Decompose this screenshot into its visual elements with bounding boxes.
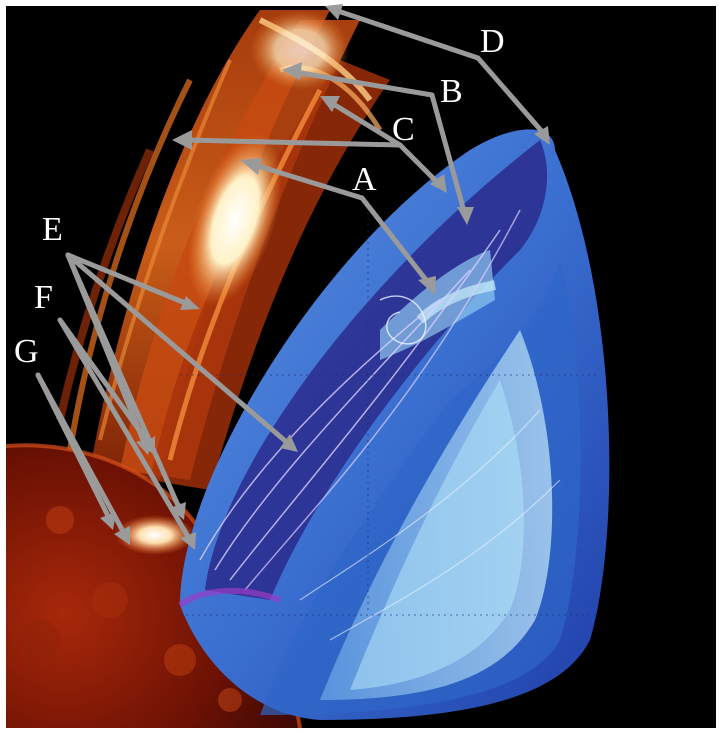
arrow-e-1 — [65, 252, 193, 308]
arrow-g-2 — [35, 372, 113, 523]
arrowhead-icon — [100, 512, 116, 530]
label-b: B — [440, 73, 463, 110]
arrowhead-icon — [320, 96, 340, 112]
arrowhead-icon — [180, 532, 196, 550]
arrow-d-left — [332, 7, 481, 61]
label-a: A — [352, 161, 377, 198]
arrowhead-icon — [282, 62, 302, 80]
arrowhead-icon — [430, 174, 447, 193]
arrowhead-icon — [114, 526, 130, 545]
flux-rope-model — [178, 129, 610, 720]
arrow-c-mid — [327, 99, 403, 148]
label-d: D — [480, 23, 505, 60]
arrow-d-right — [475, 55, 548, 138]
label-e: E — [42, 211, 63, 248]
label-c: C — [392, 111, 415, 148]
arrow-a-right — [359, 195, 433, 288]
arrow-c-left — [182, 137, 403, 148]
flare-brightening — [115, 515, 195, 555]
arrowhead-icon — [170, 502, 186, 520]
arrow-b-right — [429, 92, 468, 218]
label-g: G — [14, 333, 39, 370]
arrowhead-icon — [141, 436, 155, 455]
coronal-loops — [56, 10, 390, 490]
label-f: F — [34, 279, 53, 316]
arrow-e-4 — [65, 252, 183, 513]
callout-arrows — [35, 7, 548, 543]
callout-labels: A B C D E F G — [14, 23, 505, 370]
arrowhead-icon — [240, 158, 262, 175]
arrow-b-left — [292, 69, 435, 98]
arrowhead-icon — [457, 207, 474, 225]
arrowhead-icon — [180, 296, 200, 310]
arrowhead-icon — [418, 276, 436, 295]
arrowheads — [100, 4, 550, 550]
arrow-f-2 — [57, 317, 193, 543]
arrow-e-2 — [65, 252, 293, 448]
arrow-a-left — [252, 162, 365, 201]
arrowhead-icon — [280, 434, 298, 452]
arrow-c-right — [397, 142, 443, 188]
arrowhead-icon — [172, 130, 192, 150]
arrowhead-icon — [325, 4, 343, 20]
arrowhead-icon — [534, 126, 550, 145]
